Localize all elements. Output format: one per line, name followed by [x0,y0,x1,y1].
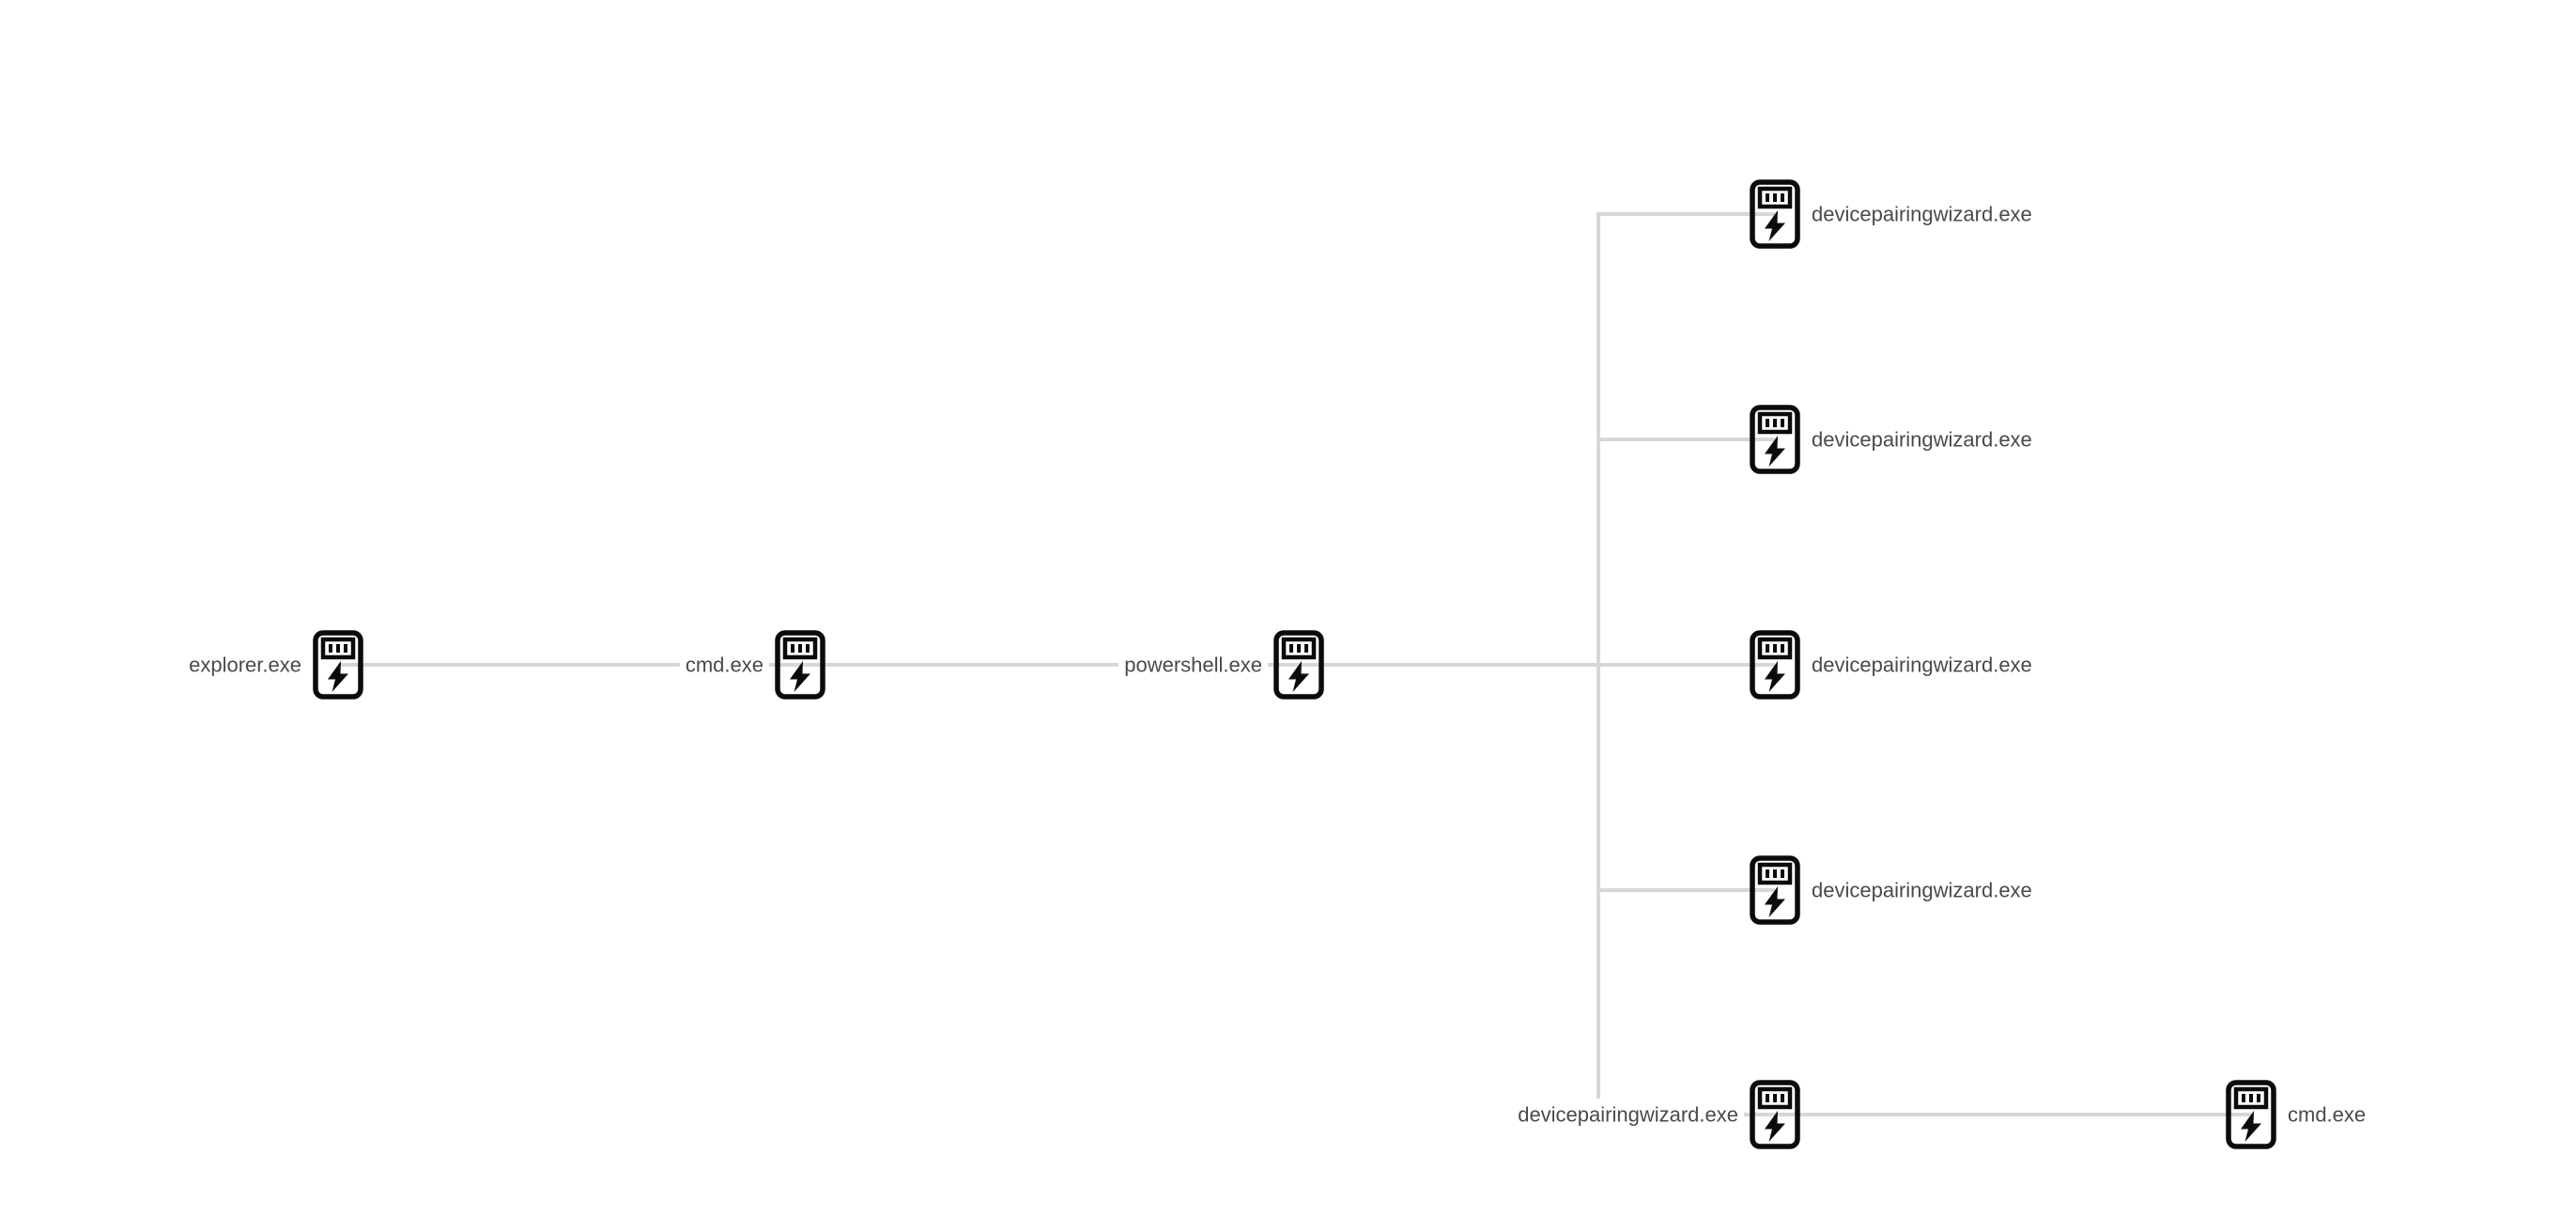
process-label-devicepairingwizard-3: devicepairingwizard.exe [1806,649,2038,681]
process-node-devicepairingwizard-2[interactable] [1750,405,1800,474]
process-label-devicepairingwizard-4: devicepairingwizard.exe [1806,874,2038,906]
process-label-devicepairingwizard-5: devicepairingwizard.exe [1512,1099,1744,1130]
process-node-devicepairingwizard-5[interactable] [1750,1080,1800,1149]
process-node-devicepairingwizard-3[interactable] [1750,630,1800,700]
process-label-cmd-1: cmd.exe [679,649,769,681]
process-label-explorer: explorer.exe [183,649,307,681]
process-lightning-icon [1273,630,1324,700]
process-label-devicepairingwizard-2: devicepairingwizard.exe [1806,423,2038,455]
edge-connector-powershell-to-devicepairingwizard-2 [1299,438,1775,667]
process-lightning-icon [1750,630,1800,700]
process-label-powershell: powershell.exe [1118,649,1268,681]
process-lightning-icon [1750,1080,1800,1149]
process-node-powershell[interactable] [1273,630,1324,700]
process-label-cmd-2: cmd.exe [2282,1099,2372,1130]
process-node-devicepairingwizard-1[interactable] [1750,179,1800,249]
process-node-cmd-1[interactable] [775,630,825,700]
process-lightning-icon [1750,405,1800,474]
process-lightning-icon [1750,179,1800,249]
edge-connector-powershell-to-devicepairingwizard-4 [1299,663,1775,892]
process-lightning-icon [775,630,825,700]
process-lightning-icon [1750,855,1800,925]
process-node-cmd-2[interactable] [2226,1080,2276,1149]
process-lightning-icon [313,630,363,700]
process-label-devicepairingwizard-1: devicepairingwizard.exe [1806,198,2038,230]
process-node-explorer[interactable] [313,630,363,700]
process-lightning-icon [2226,1080,2276,1149]
process-node-devicepairingwizard-4[interactable] [1750,855,1800,925]
